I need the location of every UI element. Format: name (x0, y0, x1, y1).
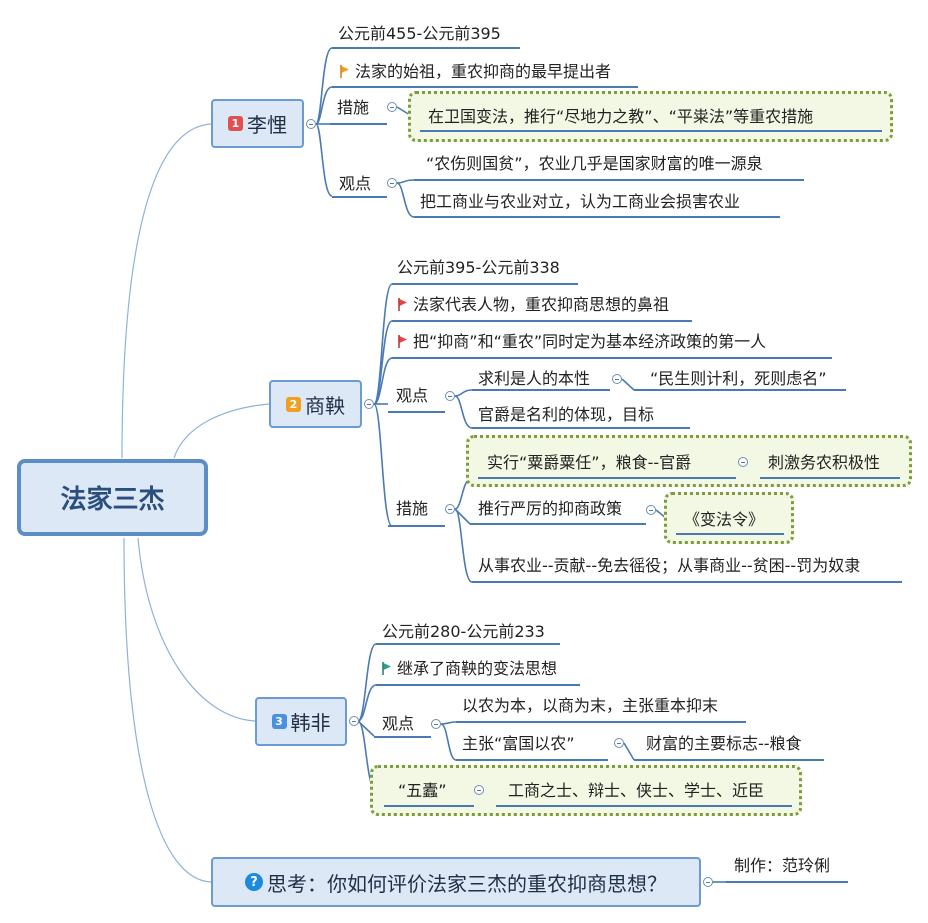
shang-yang-measure-3: 从事农业--贡献--免去徭役；从事商业--贫困--罚为奴隶 (478, 556, 861, 575)
underline (332, 47, 520, 49)
li-kui-view-1: “农伤则国贫”，农业几乎是国家财富的唯一源泉 (426, 154, 763, 173)
collapse-shang-yang-icon[interactable] (364, 399, 374, 409)
underline (392, 283, 578, 285)
root-topic[interactable]: 法家三杰 (17, 459, 208, 536)
li-kui-note: 法家的始祖，重农抑商的最早提出者 (340, 62, 611, 82)
collapse-han-fei-wudu-icon[interactable] (474, 785, 484, 795)
collapse-shang-yang-views-icon[interactable] (445, 391, 455, 401)
underline (760, 477, 900, 479)
topic-shang-yang-label: 商鞅 (305, 393, 345, 418)
collapse-han-fei-icon[interactable] (349, 716, 359, 726)
underline (472, 427, 690, 429)
underline (634, 389, 846, 391)
han-fei-dates: 公元前280-公元前233 (382, 622, 545, 641)
shang-yang-measure-1: 实行“粟爵粟任”，粮食--官爵 (487, 453, 692, 472)
underline (478, 477, 736, 479)
collapse-shang-yang-measure-2-icon[interactable] (646, 505, 656, 515)
collapse-shang-yang-view-1-icon[interactable] (612, 374, 622, 384)
shang-yang-note-2-text: 把“抑商”和“重农”同时定为基本经济政策的第一人 (413, 332, 767, 351)
flag-red-icon (398, 298, 407, 311)
flag-teal-icon (382, 662, 391, 675)
shang-yang-dates: 公元前395-公元前338 (397, 258, 560, 277)
underline (384, 805, 474, 807)
underline (472, 581, 902, 583)
underline (376, 643, 560, 645)
han-fei-wudu: “五蠹” (398, 781, 447, 800)
underline (374, 736, 431, 738)
underline (376, 684, 580, 686)
priority-3-icon: 3 (271, 714, 287, 729)
collapse-shang-yang-measures-icon[interactable] (445, 504, 455, 514)
shang-yang-measure-1-detail: 刺激务农积极性 (768, 453, 881, 472)
han-fei-note-text: 继承了商鞅的变法思想 (397, 659, 558, 678)
underline (726, 881, 848, 883)
priority-2-icon: 2 (286, 396, 301, 412)
collapse-think-icon[interactable] (703, 877, 713, 887)
topic-li-kui[interactable]: 1 李悝 (211, 99, 304, 148)
collapse-li-kui-icon[interactable] (306, 119, 316, 129)
han-fei-view-2: 主张“富国以农” (462, 734, 575, 753)
li-kui-views-label: 观点 (339, 174, 372, 193)
collapse-li-kui-measures-icon[interactable] (387, 102, 397, 112)
han-fei-note: 继承了商鞅的变法思想 (382, 659, 557, 679)
shang-yang-measure-2: 推行严厉的抑商政策 (478, 499, 623, 518)
flag-red-icon (398, 335, 407, 348)
topic-li-kui-label: 李悝 (247, 113, 287, 137)
topic-han-fei[interactable]: 3 韩非 (255, 697, 347, 746)
shang-yang-views-label: 观点 (396, 386, 429, 405)
shang-yang-note-1-text: 法家代表人物，重农抑商思想的鼻祖 (413, 295, 670, 314)
underline (496, 805, 792, 807)
underline (456, 721, 746, 723)
topic-shang-yang[interactable]: 2 商鞅 (269, 380, 362, 428)
shang-yang-measure-2-highlight[interactable] (664, 492, 794, 544)
underline (330, 123, 387, 125)
underline (392, 357, 832, 359)
shang-yang-note-1: 法家代表人物，重农抑商思想的鼻祖 (398, 295, 669, 315)
underline (414, 179, 804, 181)
topic-think-label: 思考：你如何评价法家三杰的重农抑商思想？ (267, 871, 667, 896)
author-credit: 制作：范玲俐 (734, 856, 831, 875)
han-fei-wudu-detail: 工商之士、辩士、侠士、学士、近臣 (508, 781, 765, 800)
collapse-han-fei-view-2-icon[interactable] (614, 738, 624, 748)
li-kui-measure-highlight[interactable] (408, 91, 893, 142)
underline (388, 525, 445, 527)
li-kui-dates: 公元前455-公元前395 (338, 24, 501, 43)
han-fei-views-label: 观点 (382, 714, 415, 733)
underline (456, 759, 608, 761)
underline (392, 320, 692, 322)
shang-yang-view-2: 官爵是名利的体现，目标 (478, 405, 655, 424)
li-kui-measures-label: 措施 (337, 98, 370, 117)
collapse-shang-yang-measure-1-icon[interactable] (738, 457, 748, 467)
shang-yang-measure-2-detail: 《变法令》 (684, 510, 765, 529)
shang-yang-measures-label: 措施 (396, 499, 429, 518)
underline (332, 196, 387, 198)
underline (420, 130, 882, 132)
shang-yang-view-1-detail: “民生则计利，死则虑名” (650, 369, 827, 388)
underline (634, 759, 824, 761)
topic-think[interactable]: ? 思考：你如何评价法家三杰的重农抑商思想？ (211, 857, 701, 907)
priority-1-icon: 1 (228, 116, 243, 131)
han-fei-view-2-detail: 财富的主要标志--粮食 (646, 734, 802, 753)
flag-orange-icon (340, 65, 349, 78)
li-kui-measure: 在卫国变法，推行“尽地力之教”、“平粜法”等重农措施 (428, 107, 814, 126)
han-fei-view-1: 以农为本，以商为末，主张重本抑末 (462, 696, 719, 715)
topic-han-fei-label: 韩非 (290, 711, 331, 735)
underline (472, 389, 610, 391)
shang-yang-view-1: 求利是人的本性 (478, 369, 591, 388)
underline (414, 216, 780, 218)
underline (388, 411, 445, 413)
underline (676, 533, 784, 535)
collapse-han-fei-views-icon[interactable] (431, 719, 441, 729)
underline (470, 523, 646, 525)
underline (332, 86, 638, 88)
han-fei-wudu-highlight[interactable] (370, 765, 802, 816)
li-kui-view-2: 把工商业与农业对立，认为工商业会损害农业 (420, 192, 741, 211)
collapse-li-kui-views-icon[interactable] (387, 178, 397, 188)
question-icon: ? (245, 873, 263, 891)
li-kui-note-text: 法家的始祖，重农抑商的最早提出者 (355, 62, 612, 81)
shang-yang-note-2: 把“抑商”和“重农”同时定为基本经济政策的第一人 (398, 332, 766, 352)
